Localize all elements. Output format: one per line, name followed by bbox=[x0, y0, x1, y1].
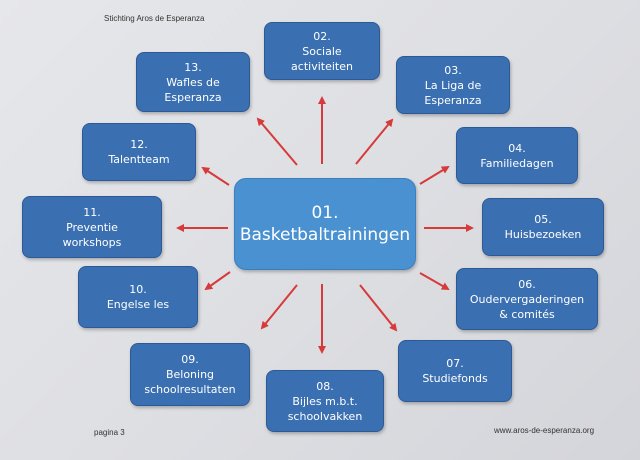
node-03-line-0: 03. bbox=[444, 63, 462, 77]
node-02-line-0: 02. bbox=[313, 29, 331, 43]
arrow-to-node-03 bbox=[355, 118, 394, 165]
website-url: www.aros-de-esperanza.org bbox=[494, 426, 595, 435]
node-09-line-0: 09. bbox=[181, 353, 199, 366]
node-02-line-1: Sociale bbox=[302, 44, 342, 58]
node-05-line-1: Huisbezoeken bbox=[504, 228, 582, 241]
node-03-line-2: Esperanza bbox=[424, 93, 482, 107]
center-node-number: 01. bbox=[311, 203, 339, 223]
node-12-line-1: Talentteam bbox=[108, 153, 170, 166]
arrow-to-node-07 bbox=[359, 284, 398, 332]
center-node: 01. Basketbaltrainingen bbox=[234, 178, 416, 270]
page-header: Stichting Aros de Esperanza bbox=[104, 14, 205, 23]
node-05-line-0: 05. bbox=[534, 213, 552, 226]
node-10-line-0: 10. bbox=[129, 283, 147, 296]
node-06: 06.Oudervergaderingen& comités bbox=[456, 268, 598, 330]
node-08-line-1: Bijles m.b.t. bbox=[292, 394, 358, 408]
node-13-line-0: 13. bbox=[184, 60, 202, 74]
node-11-line-1: Preventie bbox=[66, 220, 118, 234]
node-06-line-0: 06. bbox=[518, 277, 536, 291]
arrow-to-node-06 bbox=[419, 272, 450, 290]
arrow-to-node-13 bbox=[256, 117, 298, 166]
node-07: 07. Studiefonds bbox=[398, 340, 512, 402]
node-07-line-1: Studiefonds bbox=[422, 372, 488, 385]
center-node-label: Basketbaltrainingen bbox=[239, 225, 411, 245]
page-number: pagina 3 bbox=[94, 428, 125, 437]
arrow-to-node-10 bbox=[204, 271, 231, 291]
node-04: 04.Familiedagen bbox=[456, 127, 578, 184]
arrow-to-node-12 bbox=[201, 166, 230, 186]
node-03-line-1: La Liga de bbox=[424, 78, 482, 92]
node-09: 09. Beloning schoolresultaten bbox=[130, 343, 250, 406]
node-06-line-2: & comités bbox=[499, 307, 555, 321]
arrow-to-node-09 bbox=[260, 284, 298, 330]
node-13-line-2: Esperanza bbox=[164, 90, 222, 104]
node-07-line-0: 07. bbox=[446, 357, 464, 370]
node-10-line-1: Engelse les bbox=[106, 298, 170, 311]
node-12: 12. Talentteam bbox=[82, 123, 196, 181]
node-08-line-0: 08. bbox=[316, 379, 334, 393]
node-08-line-2: schoolvakken bbox=[287, 409, 363, 423]
node-11-line-0: 11. bbox=[83, 205, 101, 219]
node-09-line-1: Beloning bbox=[165, 368, 215, 381]
node-10: 10. Engelse les bbox=[78, 266, 198, 328]
node-11-line-2: workshops bbox=[62, 235, 122, 249]
node-08: 08.Bijles m.b.t.schoolvakken bbox=[266, 370, 384, 432]
node-12-line-0: 12. bbox=[130, 138, 148, 151]
node-05: 05. Huisbezoeken bbox=[482, 198, 604, 256]
node-02-line-2: activiteiten bbox=[291, 59, 353, 73]
node-09-line-2: schoolresultaten bbox=[144, 383, 236, 396]
node-04-line-1: Familiedagen bbox=[480, 156, 554, 170]
arrow-to-node-04 bbox=[419, 165, 450, 185]
node-06-line-1: Oudervergaderingen bbox=[469, 292, 585, 306]
node-04-line-0: 04. bbox=[508, 141, 526, 155]
node-13-line-1: Wafles de bbox=[166, 75, 220, 89]
